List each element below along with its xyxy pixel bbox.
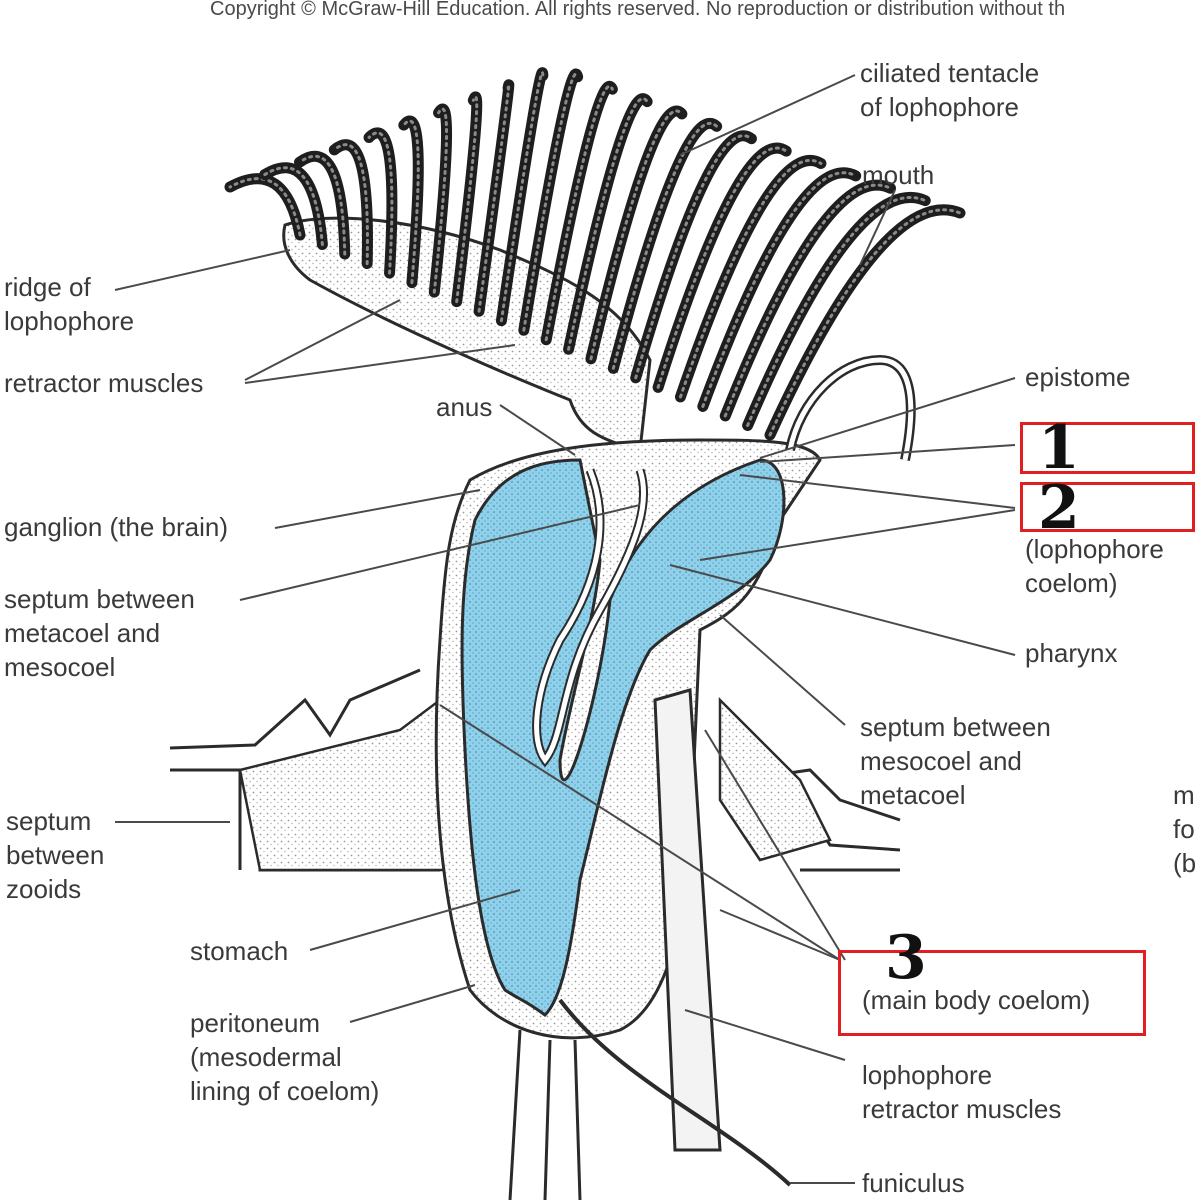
label-pharynx: pharynx: [1025, 638, 1118, 668]
tentacle-cilia: [544, 84, 614, 342]
marker-box-3[interactable]: [838, 950, 1146, 1036]
tentacle-cilia: [455, 95, 479, 304]
funiculus-strand: [558, 998, 792, 1187]
tentacle-cilia: [432, 107, 449, 294]
label-main-body-coelom: (main body coelom): [862, 985, 1091, 1015]
marker-number-2: 2: [1038, 473, 1080, 543]
label-epistome: epistome: [1025, 362, 1131, 392]
tentacle-cilia: [263, 166, 324, 247]
tentacle: [585, 105, 688, 365]
tentacle-cilia: [228, 177, 302, 237]
label-ganglion: ganglion (the brain): [4, 512, 229, 542]
tentacle-cilia: [499, 71, 545, 323]
zooid-wall-right: [718, 696, 832, 862]
tentacle-cilia: [298, 154, 347, 256]
tentacle-cilia: [567, 97, 649, 351]
marker-box-1[interactable]: [1020, 422, 1195, 474]
main-coelom: [460, 458, 786, 1017]
tentacle-cilia: [402, 119, 420, 285]
tentacle-cilia: [477, 83, 511, 313]
marker-number-3: 3: [885, 923, 927, 993]
tentacle-cilia: [367, 131, 394, 275]
copyright-notice: Copyright © McGraw-Hill Education. All r…: [210, 0, 1066, 20]
tentacle-cilia: [656, 146, 788, 389]
retractor-muscle-column: [653, 688, 722, 1152]
label-retractor-muscles: retractor muscles: [4, 368, 204, 398]
tentacle-cilia: [332, 143, 369, 266]
marker-number-1: 1: [1038, 413, 1080, 483]
lophophore-tentacles: [224, 67, 966, 441]
tentacle-cilia: [611, 121, 719, 370]
epistome-flap: [785, 354, 916, 461]
label-anus: anus: [436, 392, 493, 422]
zooid-wall-left: [238, 697, 462, 872]
label-funiculus: funiculus: [862, 1168, 965, 1198]
label-stomach: stomach: [190, 936, 289, 966]
tentacle-cilia: [723, 183, 892, 418]
marker-box-2[interactable]: [1020, 482, 1195, 532]
tentacle-cilia: [634, 134, 753, 380]
tentacle-cilia: [746, 195, 927, 427]
tentacle-cilia: [522, 72, 580, 332]
label-mouth: mouth: [862, 160, 935, 190]
tentacle-cilia: [589, 109, 684, 361]
leader-lines: [114, 74, 1016, 1184]
tentacle-cilia: [678, 158, 823, 399]
tentacle-cilia: [768, 208, 962, 437]
tentacle: [697, 167, 862, 412]
